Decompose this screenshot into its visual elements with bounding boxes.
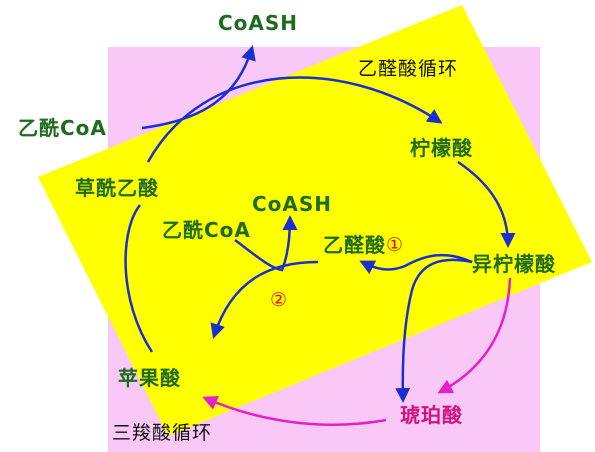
glyoxylate-cycle-title: 乙醛酸循环 (358, 58, 459, 80)
tca-cycle-title: 三羧酸循环 (112, 422, 213, 444)
succinate-label: 琥珀酸 (400, 403, 463, 427)
glyoxylate-cycle-region (38, 5, 592, 436)
acetyl-coa-label-mid: 乙酰CoA (162, 218, 251, 242)
coash-label-top: CoASH (218, 11, 299, 35)
arrow-isocitrate-to-glyoxylate (359, 253, 473, 275)
reaction-marker-1: ① (386, 234, 404, 256)
arrow-oxaloacetate-to-citrate (146, 76, 443, 163)
arrow-citrate-to-isocitrate (457, 160, 516, 248)
malate-label: 苹果酸 (118, 366, 181, 390)
acetyl-coa-label-left: 乙酰CoA (18, 116, 107, 140)
arrow-isocitrate-to-succinate-tca (437, 277, 512, 394)
oxaloacetate-label: 草酰乙酸 (75, 176, 159, 200)
reaction-marker-2: ② (270, 289, 288, 311)
arrow-glyoxylate-to-malate (210, 260, 319, 339)
arrow-succinate-to-malate (202, 395, 387, 426)
citrate-label: 柠檬酸 (410, 136, 473, 160)
arrow-isocitrate-to-succinate (395, 258, 473, 403)
coash-label-mid: CoASH (252, 192, 333, 216)
glyoxylate-label: 乙醛酸 (323, 230, 385, 260)
arrow-acetylcoa-to-coash (141, 45, 256, 130)
arrow-acetylcoa-mid-to-coash-mid (234, 215, 298, 272)
arrow-malate-to-oxaloacetate (124, 204, 154, 353)
isocitrate-label: 异柠檬酸 (472, 252, 556, 276)
